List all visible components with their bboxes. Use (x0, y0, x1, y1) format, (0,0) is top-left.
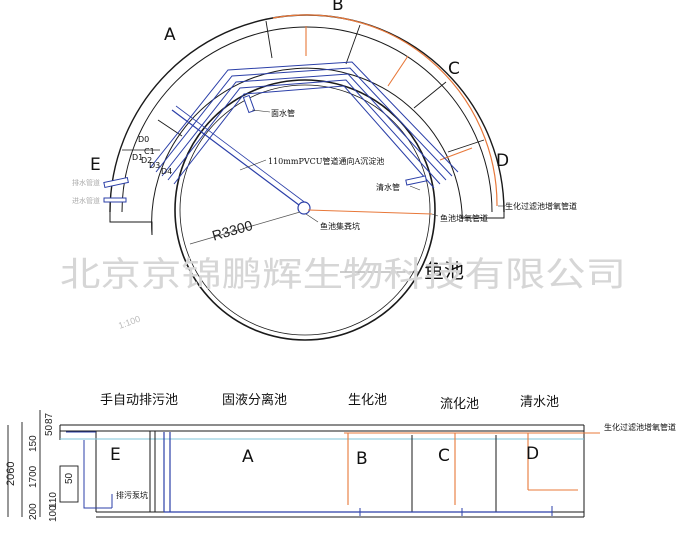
zone-d-label: D (496, 151, 509, 171)
dim-100: 100 (48, 505, 59, 522)
section-view: 手自动排污池 固液分离池 生化池 流化池 清水池 (5, 392, 676, 522)
pvcu-pipe-2 (175, 105, 308, 205)
zone-a-label: A (164, 25, 176, 45)
surface-water-pipe-label: 面水管 (271, 108, 295, 118)
bio-filter-oxygen-label: 生化过滤池增氧管道 (505, 201, 577, 211)
radius-label: R3300 (210, 217, 254, 244)
fish-pond-circle (174, 79, 436, 341)
section-title-c: 流化池 (440, 397, 479, 412)
orange-dividers (305, 26, 473, 161)
section-title-b: 生化池 (348, 393, 387, 408)
pond-oxygen-label: 鱼池增氧管道 (440, 213, 488, 223)
bio-filter-oxygen-arc (272, 14, 498, 207)
plan-view: R3300 A B C D E D0 C1 D1 D2 D3 D4 面水管 11… (60, 0, 626, 341)
section-zone-a: A (242, 447, 254, 467)
left-pipe-label-1: 排水管道 (72, 178, 100, 187)
pipe-tag-d2: D2 (141, 156, 152, 165)
dim-50b: 50 (64, 472, 75, 484)
pipe-tag-d4: D4 (161, 167, 172, 176)
zone-b-label: B (332, 0, 344, 15)
dim-87: 87 (44, 412, 55, 424)
pipe-tag-d1: D1 (132, 153, 143, 162)
zone-e-label: E (90, 155, 101, 175)
section-zone-b: B (356, 449, 368, 469)
dim-outer: 2060 (5, 462, 17, 486)
chamber-walls (149, 431, 497, 512)
radius-line (189, 211, 301, 245)
zone-c-label: C (448, 59, 460, 79)
pvcu-pipe (171, 109, 304, 209)
section-zone-e: E (110, 445, 121, 465)
section-title-a: 固液分离池 (222, 392, 287, 408)
manure-pit (297, 201, 311, 215)
pvcu-pipe-label: 110mmPVCU管道通向A沉淀池 (268, 156, 384, 166)
pipe-fittings (103, 94, 427, 203)
clear-water-pipe-label: 清水管 (376, 182, 400, 192)
company-watermark: 北京京锦鹏辉生物科技有限公司 (60, 255, 626, 295)
section-zone-c: C (438, 446, 450, 466)
outer-wall-inner (121, 26, 493, 213)
leader-lines (239, 109, 505, 273)
a-pipes (163, 432, 552, 513)
sump-pipe (66, 431, 113, 509)
bottom-ticks (359, 506, 553, 516)
sump-label: 排污泵坑 (116, 490, 148, 500)
bcd-oxygen-pipes (347, 433, 578, 505)
dim-150: 150 (28, 435, 39, 452)
fish-pond-circle-inner (179, 84, 431, 336)
pond-label: 鱼池 (424, 259, 464, 283)
left-pipe-label-2: 进水管道 (72, 196, 100, 205)
pond-oxygen-line (307, 209, 433, 215)
dim-1700: 1700 (28, 465, 39, 488)
section-zone-d: D (526, 444, 539, 464)
right-pipe-label: 生化过滤池增氧管道 (604, 422, 676, 432)
section-title-d: 清水池 (520, 395, 559, 410)
pipe-bundle (149, 61, 459, 189)
pipe-tag-c1: C1 (144, 147, 155, 156)
scale-mark: 1:100 (117, 314, 142, 331)
e-chamber-wall (109, 212, 153, 235)
dim-50: 50 (44, 424, 55, 436)
d-chamber-wall (461, 212, 505, 219)
pipe-tag-d0: D0 (138, 135, 149, 144)
sump-pit (7, 410, 79, 517)
manure-pit-label: 鱼池集粪坑 (320, 221, 360, 231)
pipe-tag-d3: D3 (149, 161, 160, 170)
section-title-e: 手自动排污池 (100, 393, 178, 408)
dim-200: 200 (28, 503, 39, 520)
dim-110: 110 (48, 492, 59, 508)
